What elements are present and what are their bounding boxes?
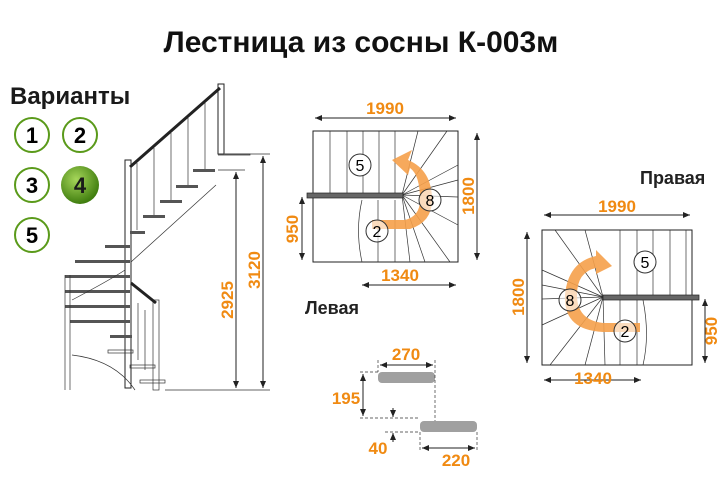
landing-950-label: 950 [702,317,721,345]
bottom-1340-label: 1340 [381,266,419,285]
page-title: Лестница из сосны К-003м [164,26,559,59]
tread-depth-label: 270 [392,345,420,364]
depth-1800-label: 1800 [509,278,528,316]
variants-heading: Варианты [10,83,130,110]
step-detail-drawing: 270 195 40 220 [332,345,478,470]
step-width-label: 220 [442,451,470,470]
right-plan-drawing: 5 8 2 1990 1800 950 1340 [509,197,721,388]
side-view-drawing: 2925 3120 [64,83,270,391]
variant-label: 4 [74,173,87,198]
landing-950-label: 950 [283,215,302,243]
step-count-8: 8 [566,293,575,310]
variant-label: 1 [26,123,38,148]
height-2925-label: 2925 [218,281,237,319]
bottom-1340-label: 1340 [574,369,612,388]
depth-1800-label: 1800 [459,177,478,215]
right-variant-label: Правая [640,168,705,188]
variant-4-button-selected[interactable]: 4 [61,166,99,204]
height-3120-label: 3120 [245,251,264,289]
step-count-2: 2 [373,224,382,241]
left-variant-label: Левая [305,298,359,318]
variant-1-button[interactable]: 1 [14,117,50,153]
step-count-5: 5 [641,255,650,272]
thickness-label: 40 [369,439,388,458]
rise-height-label: 195 [332,389,360,408]
left-plan-drawing: 5 8 2 1990 1800 950 1340 [283,99,480,288]
width-1990-label: 1990 [366,99,404,118]
variant-2-button[interactable]: 2 [62,117,98,153]
step-count-2: 2 [621,324,630,341]
variant-label: 3 [26,173,38,198]
step-count-8: 8 [426,193,435,210]
step-count-5: 5 [356,158,365,175]
variant-label: 2 [74,123,86,148]
variant-3-button[interactable]: 3 [14,167,50,203]
width-1990-label: 1990 [598,197,636,216]
variant-label: 5 [26,223,38,248]
variant-5-button[interactable]: 5 [14,217,50,253]
